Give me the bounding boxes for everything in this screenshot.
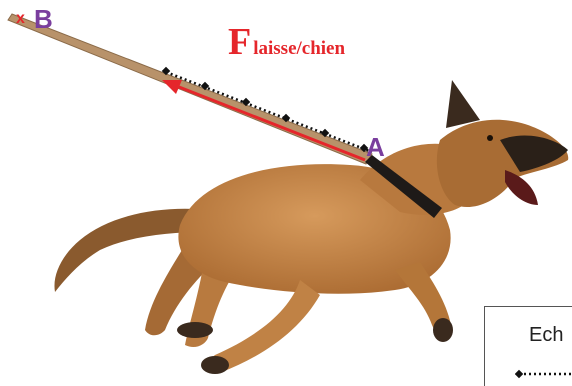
force-symbol: F (228, 21, 251, 63)
scale-box: Ech (484, 306, 572, 386)
force-vector-line (174, 85, 365, 160)
dog-front-paw (201, 356, 229, 374)
force-arrowhead (162, 80, 182, 94)
scale-title: Ech (529, 324, 563, 347)
point-a-label: A (366, 132, 385, 163)
scale-sample-segment (515, 369, 572, 379)
dog-ear (446, 80, 480, 128)
dog-back-paw (177, 322, 213, 338)
point-b-label: B (34, 4, 53, 35)
dog-front-leg-2 (210, 280, 320, 373)
force-subscript: laisse/chien (253, 38, 345, 59)
point-b-marker: x (16, 10, 25, 28)
scale-segment-dotted (166, 72, 372, 152)
dog-eye (487, 135, 493, 141)
dog-head (437, 120, 568, 207)
dog-front-paw-2 (433, 318, 453, 342)
